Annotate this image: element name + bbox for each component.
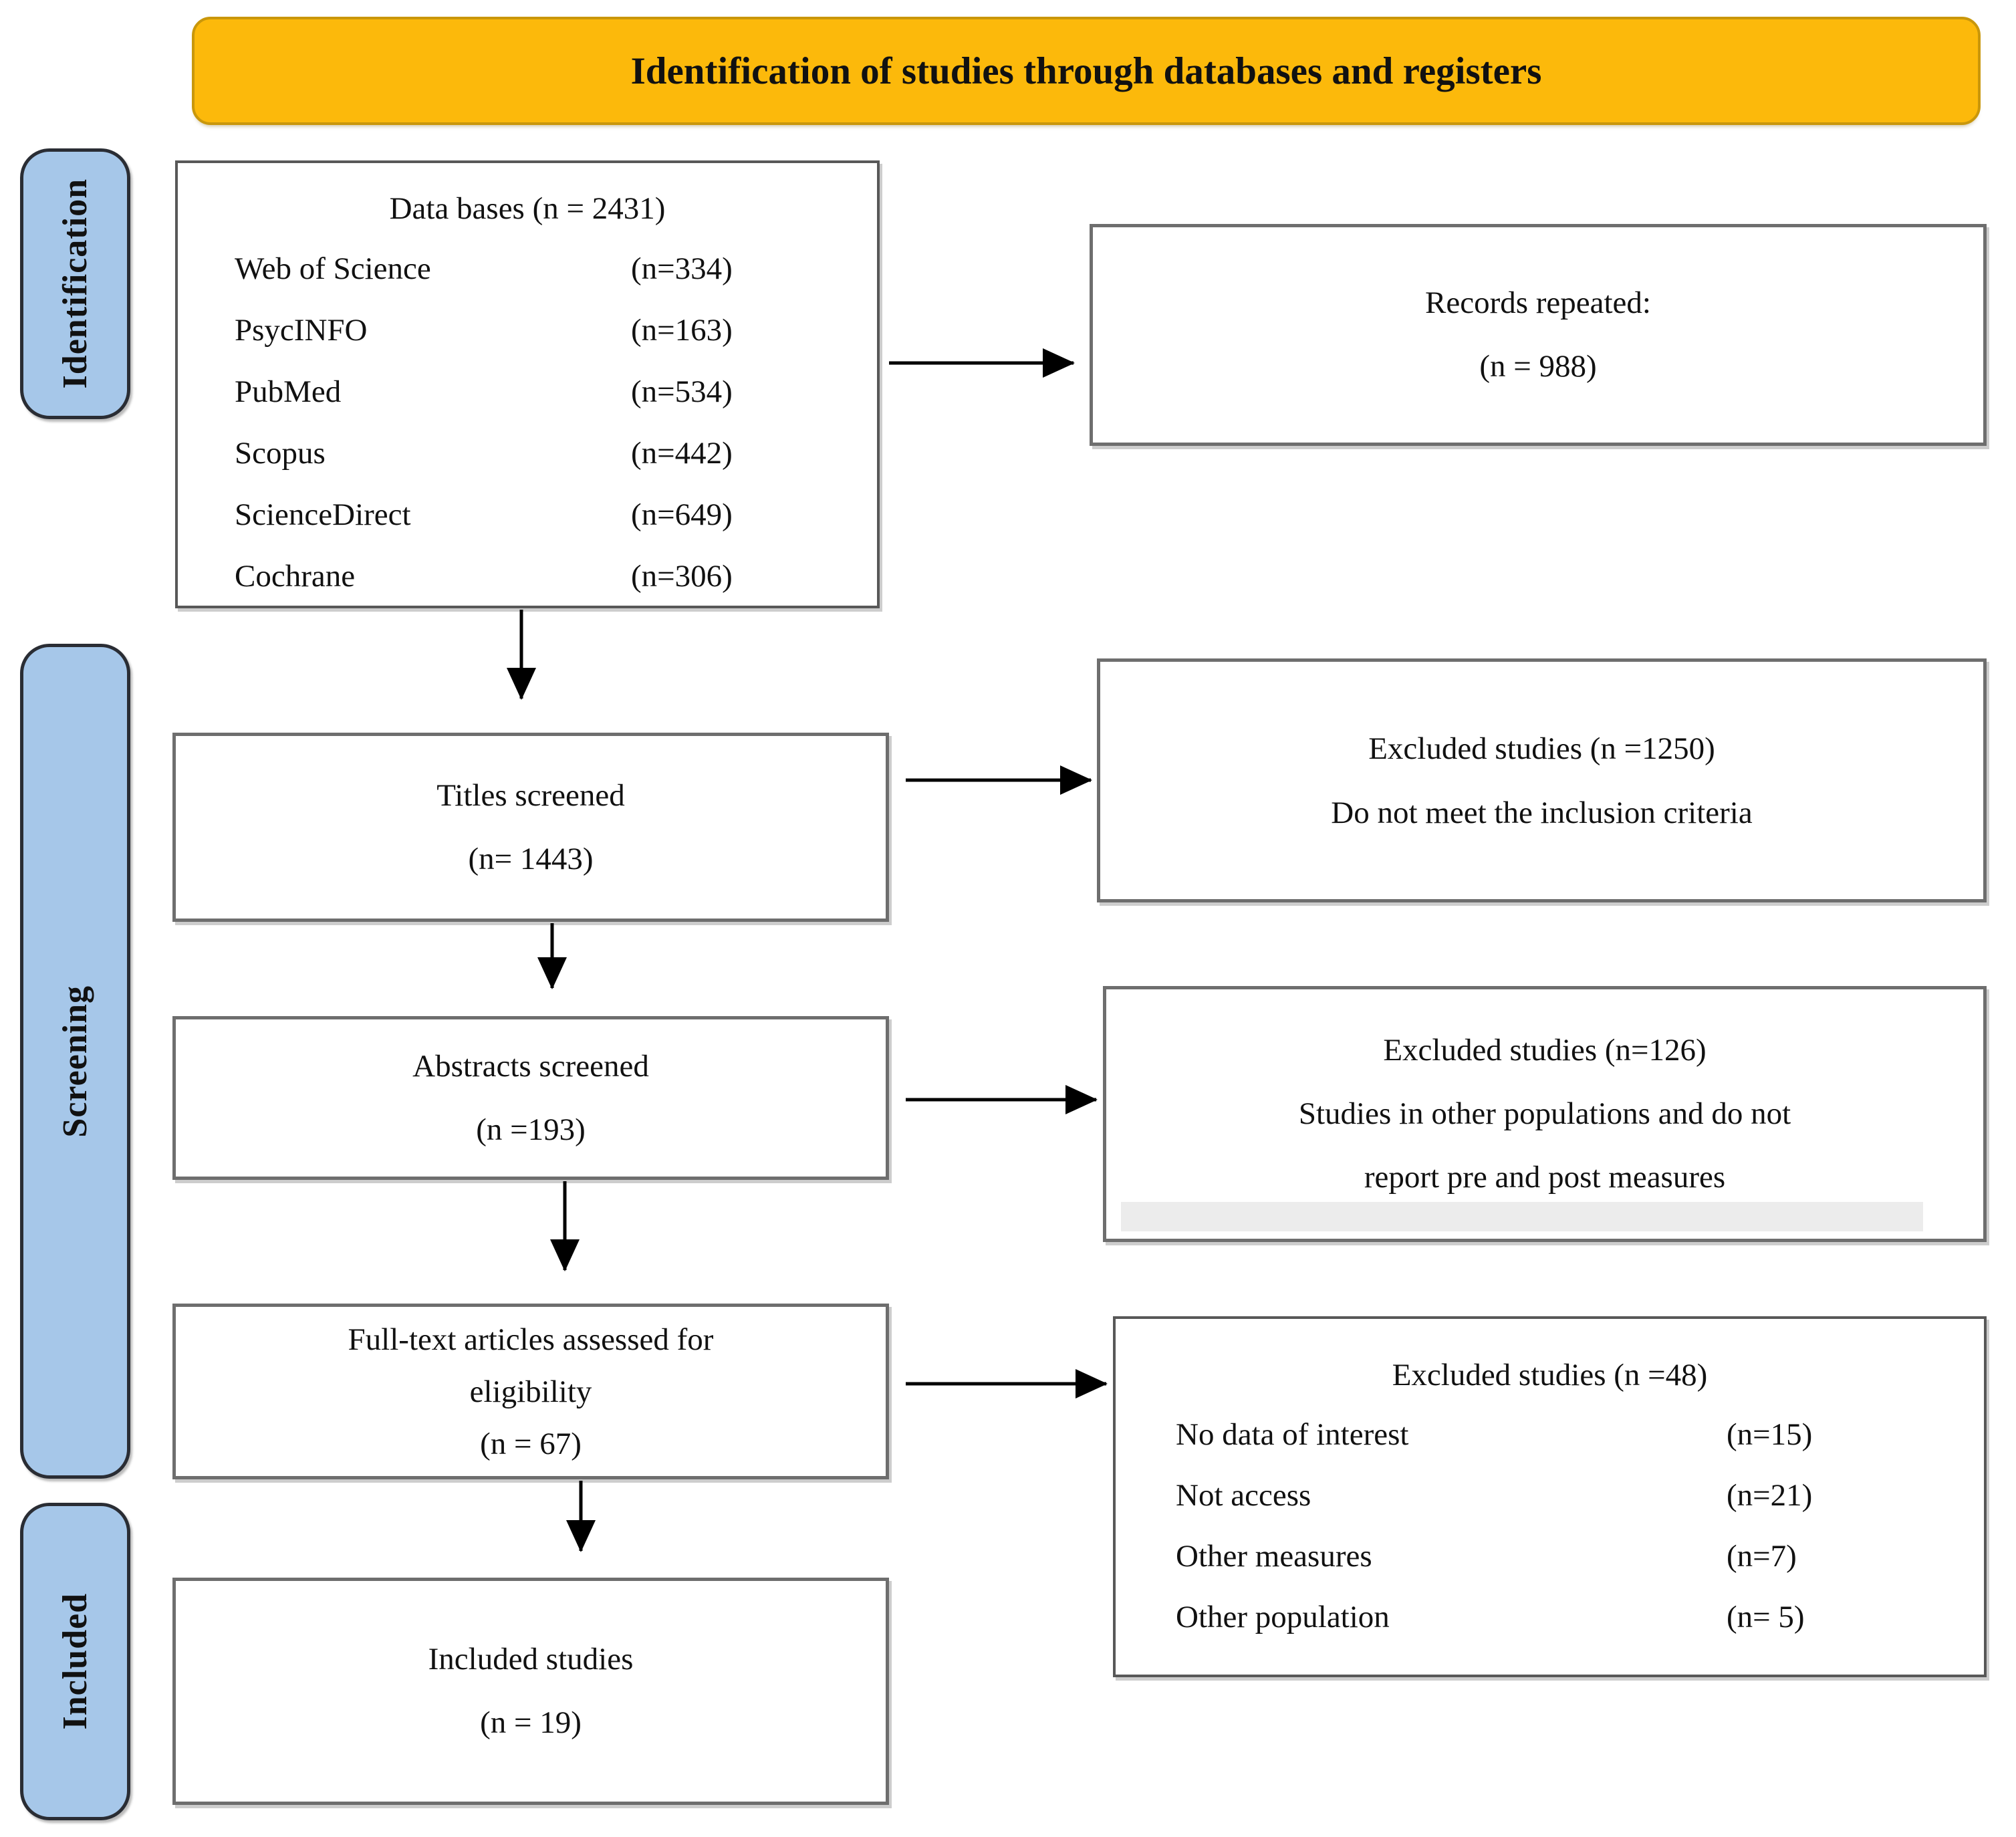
database-row: PubMed (n=534)	[178, 361, 877, 422]
titles-screened-line: Titles screened	[436, 777, 625, 813]
database-row: Scopus (n=442)	[178, 422, 877, 484]
excluded-reason-value: (n=7)	[1727, 1539, 1797, 1574]
fulltext-line1: Full-text articles assessed for	[348, 1322, 714, 1357]
records-repeated-line: Records repeated:	[1425, 285, 1651, 320]
stage-tab-screening: Screening	[20, 644, 130, 1479]
excluded-reason-value: (n=15)	[1727, 1417, 1813, 1452]
fulltext-line2: eligibility	[469, 1374, 592, 1409]
box-databases: Data bases (n = 2431) Web of Science (n=…	[175, 160, 880, 608]
database-row-value: (n=334)	[631, 251, 733, 286]
database-row-value: (n=163)	[631, 313, 733, 348]
stage-tab-identification: Identification	[20, 148, 130, 419]
excluded-titles-line: Excluded studies (n =1250)	[1368, 731, 1715, 766]
excluded-reason-row: No data of interest (n=15)	[1116, 1404, 1984, 1465]
database-row: Cochrane (n=306)	[178, 545, 877, 607]
fulltext-count: (n = 67)	[480, 1426, 582, 1461]
excluded-reason-label: Other measures	[1176, 1539, 1372, 1574]
abstracts-screened-line: Abstracts screened	[412, 1048, 649, 1084]
titles-screened-count: (n= 1443)	[468, 841, 594, 876]
excluded-reason-value: (n=21)	[1727, 1478, 1813, 1513]
database-row-label: PsycINFO	[235, 313, 368, 348]
excluded-abstracts-reason1: Studies in other populations and do not	[1298, 1096, 1791, 1131]
database-row-label: ScienceDirect	[235, 497, 411, 532]
stage-tab-included: Included	[20, 1503, 130, 1820]
stage-label-included: Included	[56, 1593, 94, 1730]
database-row-label: Web of Science	[235, 251, 431, 286]
excluded-reason-label: No data of interest	[1176, 1417, 1409, 1452]
databases-title: Data bases (n = 2431)	[389, 191, 666, 226]
database-row-value: (n=534)	[631, 374, 733, 409]
box-records-repeated: Records repeated: (n = 988)	[1090, 224, 1987, 446]
excluded-abstracts-reason2: report pre and post measures	[1364, 1160, 1726, 1195]
database-row: Web of Science (n=334)	[178, 238, 877, 299]
excluded-reason-row: Not access (n=21)	[1116, 1465, 1984, 1526]
excluded-reason-row: Other measures (n=7)	[1116, 1526, 1984, 1587]
database-row-value: (n=442)	[631, 436, 733, 471]
included-studies-count: (n = 19)	[480, 1705, 582, 1740]
highlight-band	[1121, 1202, 1923, 1231]
databases-rows: Web of Science (n=334) PsycINFO (n=163) …	[178, 238, 877, 607]
database-row: ScienceDirect (n=649)	[178, 484, 877, 545]
box-excluded-fulltext: Excluded studies (n =48) No data of inte…	[1113, 1316, 1987, 1677]
excluded-abstracts-line: Excluded studies (n=126)	[1383, 1033, 1707, 1068]
banner-title: Identification of studies through databa…	[630, 49, 1542, 92]
excluded-reason-row: Other population (n= 5)	[1116, 1587, 1984, 1648]
excluded-fulltext-title: Excluded studies (n =48)	[1392, 1358, 1708, 1392]
stage-label-identification: Identification	[56, 178, 94, 389]
database-row-value: (n=306)	[631, 559, 733, 594]
records-repeated-count: (n = 988)	[1479, 349, 1597, 384]
database-row: PsycINFO (n=163)	[178, 299, 877, 361]
excluded-reason-label: Not access	[1176, 1478, 1311, 1513]
box-titles-screened: Titles screened (n= 1443)	[172, 733, 889, 922]
database-row-label: PubMed	[235, 374, 342, 409]
database-row-label: Scopus	[235, 436, 326, 471]
banner: Identification of studies through databa…	[192, 17, 1981, 125]
box-included-studies: Included studies (n = 19)	[172, 1578, 889, 1805]
excluded-titles-reason: Do not meet the inclusion criteria	[1331, 795, 1753, 830]
excluded-fulltext-rows: No data of interest (n=15) Not access (n…	[1116, 1404, 1984, 1648]
stage-label-screening: Screening	[56, 985, 94, 1138]
excluded-reason-label: Other population	[1176, 1600, 1390, 1634]
included-studies-line: Included studies	[428, 1642, 634, 1677]
abstracts-screened-count: (n =193)	[476, 1112, 586, 1147]
box-abstracts-screened: Abstracts screened (n =193)	[172, 1016, 889, 1180]
database-row-label: Cochrane	[235, 559, 356, 594]
box-fulltext-assessed: Full-text articles assessed for eligibil…	[172, 1304, 889, 1479]
box-excluded-titles: Excluded studies (n =1250) Do not meet t…	[1097, 658, 1987, 902]
box-excluded-abstracts: Excluded studies (n=126) Studies in othe…	[1103, 986, 1987, 1242]
database-row-value: (n=649)	[631, 497, 733, 532]
excluded-reason-value: (n= 5)	[1727, 1600, 1805, 1634]
